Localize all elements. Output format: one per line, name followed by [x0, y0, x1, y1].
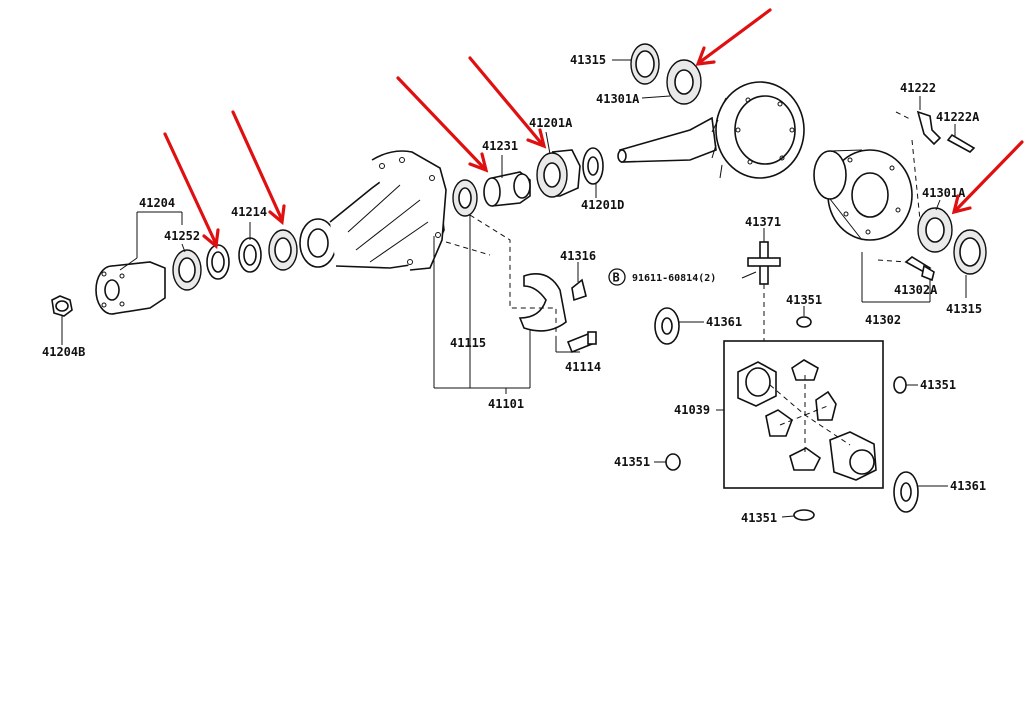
part-labels: 41204 41252 41214 41231 41201A 41201D 41… [42, 53, 986, 525]
adjusting-nut-lock [571, 278, 587, 302]
leader-lines [119, 59, 967, 518]
red-arrow [396, 76, 489, 173]
pinion-washer [582, 147, 604, 185]
label-41214: 41214 [231, 205, 267, 219]
ring-gear-bolt [904, 256, 935, 282]
red-annotation-arrows [163, 8, 1024, 250]
label-41351-c: 41351 [614, 455, 650, 469]
label-41315-top: 41315 [570, 53, 606, 67]
oil-slinger [206, 244, 230, 280]
label-41222: 41222 [900, 81, 936, 95]
oil-seal [172, 249, 202, 291]
label-41301a-right: 41301A [922, 186, 966, 200]
label-41371: 41371 [745, 215, 781, 229]
flange-nut [51, 295, 73, 345]
bearing-cup-top [630, 43, 660, 85]
pinion-bearing [536, 149, 581, 198]
collapsible-spacer [483, 171, 531, 207]
label-41351-d: 41351 [741, 511, 777, 525]
red-arrow [231, 110, 286, 226]
label-41204: 41204 [139, 196, 175, 210]
label-41361-a: 41361 [706, 315, 742, 329]
red-arrow [468, 56, 547, 149]
label-41315-right: 41315 [946, 302, 982, 316]
label-41351-b: 41351 [920, 378, 956, 392]
pinion-thrust-washer [796, 316, 812, 328]
companion-flange [95, 261, 166, 315]
label-41361-b: 41361 [950, 479, 986, 493]
differential-carrier [299, 150, 447, 271]
label-41115: 41115 [450, 336, 486, 350]
bearing-cap-bolt [566, 331, 597, 354]
label-41231: 41231 [482, 139, 518, 153]
bearing-cap [518, 273, 567, 332]
label-41201a: 41201A [529, 116, 573, 130]
differential-gear-kit [723, 340, 884, 489]
label-41351-a: 41351 [786, 293, 822, 307]
front-pinion-bearing [268, 229, 298, 271]
label-41252: 41252 [164, 229, 200, 243]
label-41101: 41101 [488, 397, 524, 411]
label-41114: 41114 [565, 360, 601, 374]
pinion-shaft-spider [747, 241, 781, 285]
side-gear-thrust-washer [654, 307, 680, 345]
pinion-thrust-washer [893, 376, 907, 394]
bearing-cone-top [666, 59, 702, 105]
ring-gear-and-pinion [617, 81, 805, 179]
label-41316: 41316 [560, 249, 596, 263]
lock-plate-bolt [946, 133, 976, 153]
lock-plate [916, 110, 942, 146]
rear-bearing-race [452, 179, 478, 217]
red-arrow [951, 140, 1024, 215]
label-41301a-top: 41301A [596, 92, 640, 106]
spacer [238, 237, 262, 273]
label-41039: 41039 [674, 403, 710, 417]
label-41302a: 41302A [894, 283, 938, 297]
label-41201d: 41201D [581, 198, 624, 212]
differential-case [813, 149, 913, 241]
red-arrow [163, 132, 220, 250]
red-arrow [695, 8, 772, 66]
bearing-cup-right [953, 229, 987, 275]
label-41222a: 41222A [936, 110, 980, 124]
pinion-thrust-washer [665, 453, 681, 471]
side-gear-thrust-washer [893, 471, 919, 513]
label-91611-60814: 91611-60814(2) [632, 273, 716, 284]
reference-circle-b: B [608, 268, 626, 286]
label-41204b: 41204B [42, 345, 85, 359]
circle-b-letter: B [613, 271, 620, 285]
bearing-cone-right [917, 207, 953, 253]
pinion-thrust-washer [793, 509, 815, 521]
label-41302: 41302 [865, 313, 901, 327]
